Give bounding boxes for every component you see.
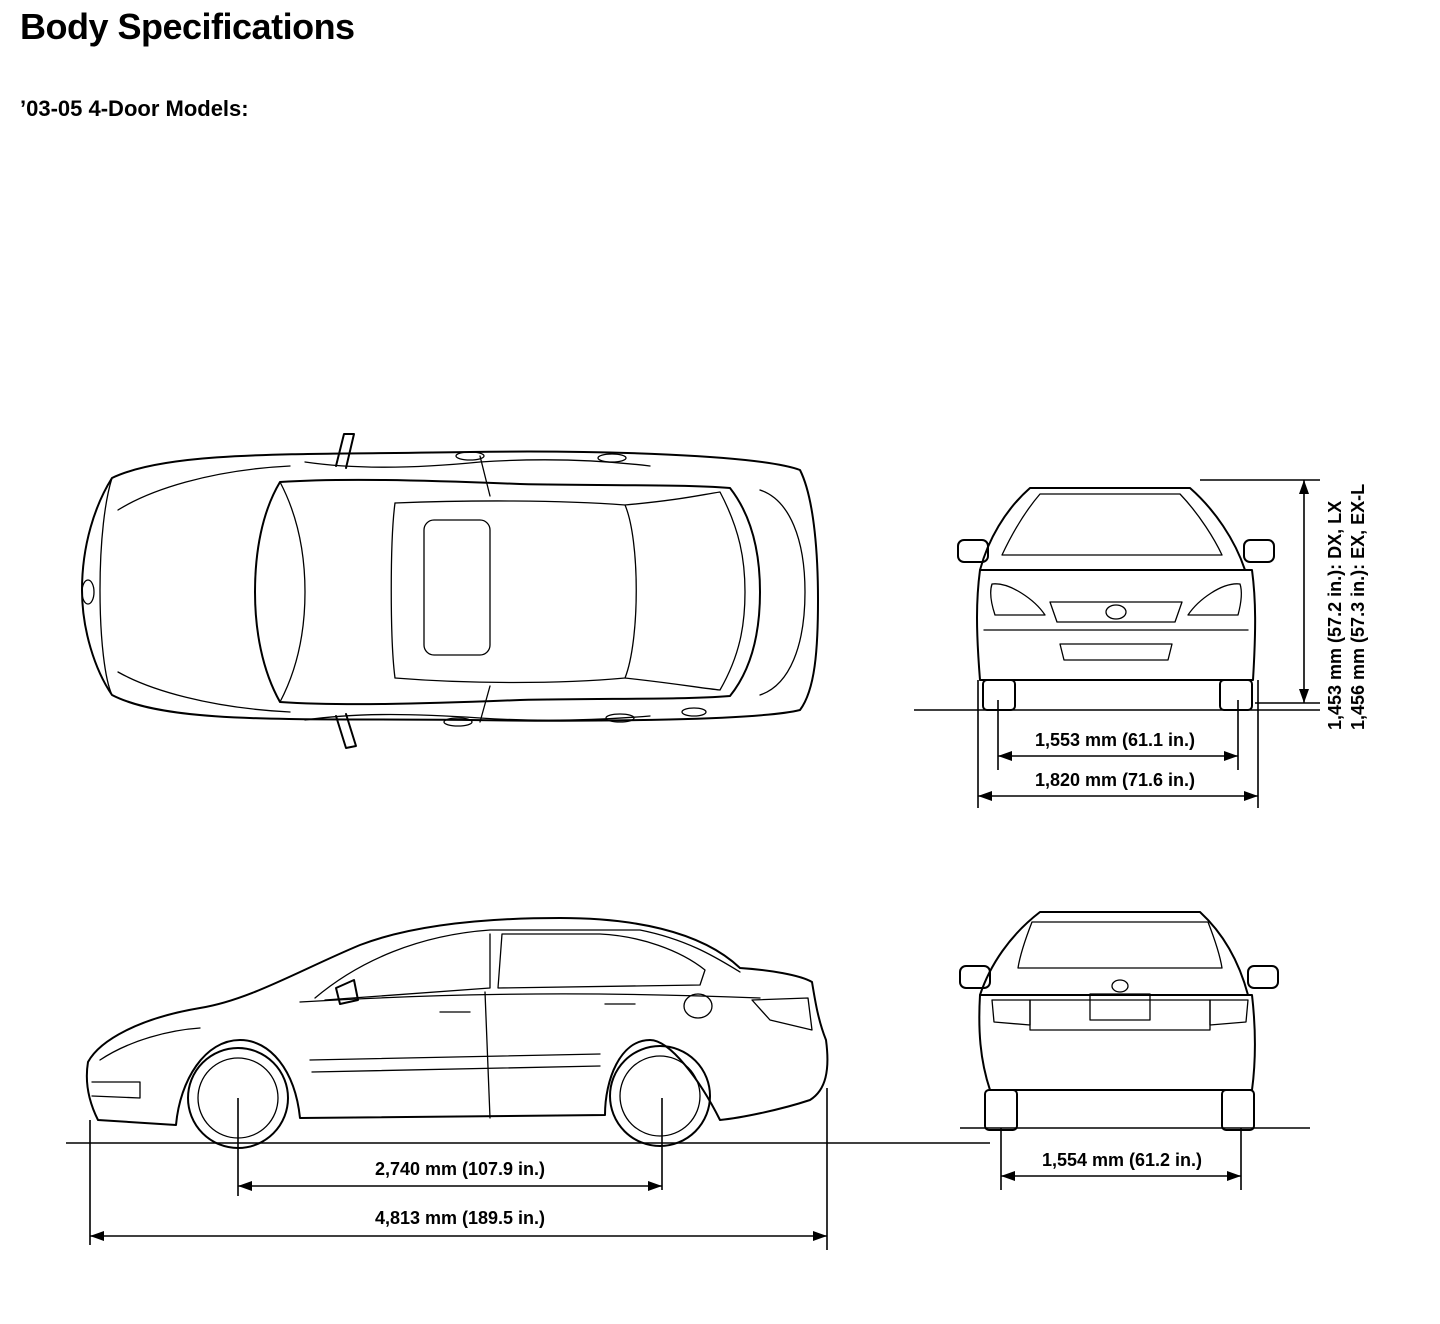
page-subtitle: ’03-05 4-Door Models:: [20, 96, 249, 121]
car-rear-view: [959, 911, 1310, 1131]
rear-tread-label: 1,554 mm (61.2 in.): [1042, 1150, 1202, 1170]
page-title: Body Specifications: [20, 6, 355, 47]
rear-tread-dimension: 1,554 mm (61.2 in.): [1000, 1128, 1242, 1190]
overall-length-label: 4,813 mm (189.5 in.): [375, 1208, 545, 1228]
height-label-ex: 1,456 mm (57.3 in.): EX, EX-L: [1348, 484, 1368, 730]
car-top-view: [81, 433, 819, 749]
overall-width-dimension: 1,820 mm (71.6 in.): [977, 680, 1259, 808]
height-label-dx-lx: 1,453 mm (57.2 in.): DX, LX: [1325, 501, 1345, 730]
wheelbase-dimension: 2,740 mm (107.9 in.): [237, 1098, 663, 1196]
height-dimension: 1,453 mm (57.2 in.): DX, LX 1,456 mm (57…: [1200, 479, 1368, 730]
overall-width-label: 1,820 mm (71.6 in.): [1035, 770, 1195, 790]
overall-length-dimension: 4,813 mm (189.5 in.): [89, 1088, 828, 1250]
car-front-view: [914, 487, 1320, 711]
front-tread-dimension: 1,553 mm (61.1 in.): [997, 700, 1239, 770]
wheelbase-label: 2,740 mm (107.9 in.): [375, 1159, 545, 1179]
front-tread-label: 1,553 mm (61.1 in.): [1035, 730, 1195, 750]
car-side-view: [66, 917, 990, 1149]
